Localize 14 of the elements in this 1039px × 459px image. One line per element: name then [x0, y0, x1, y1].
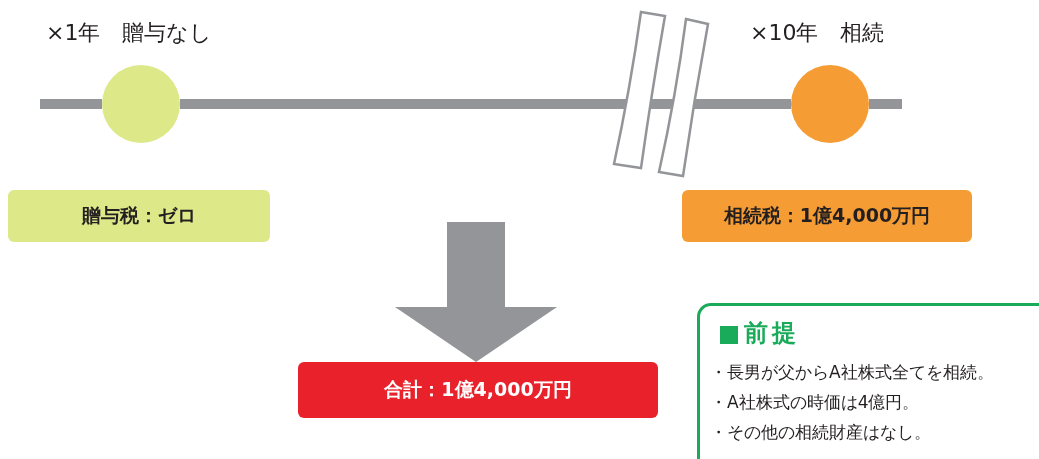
tax-box: 相続税：1億4,000万円	[682, 190, 972, 242]
timeline-label: ×10年 相続	[750, 19, 885, 47]
down-arrow	[395, 222, 557, 362]
timeline-line	[180, 99, 791, 109]
bullet-text: ・A社株式の時価は4億円。	[710, 391, 920, 414]
bullet-text: ・長男が父からA社株式全てを相続。	[710, 361, 994, 384]
card-heading: 前提	[744, 318, 800, 349]
tax-box: 贈与税：ゼロ	[8, 190, 270, 242]
timeline-dot	[791, 65, 869, 143]
timeline-label: ×1年 贈与なし	[46, 19, 213, 47]
timeline-dot	[102, 65, 180, 143]
bullet-text: ・その他の相続財産はなし。	[710, 421, 931, 444]
premise-card	[697, 303, 1039, 459]
total-box: 合計：1億4,000万円	[298, 362, 658, 418]
